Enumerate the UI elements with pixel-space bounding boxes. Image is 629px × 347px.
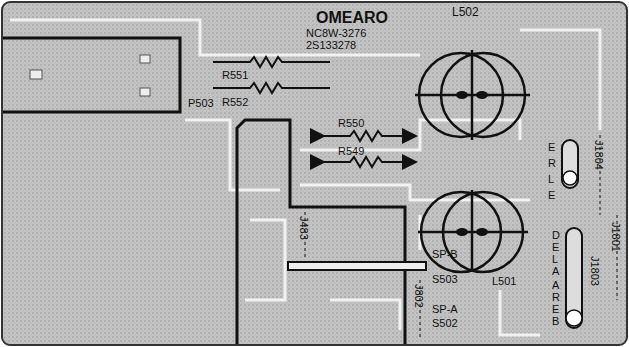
jack-symbol: [562, 140, 578, 188]
part-label: S502: [432, 318, 458, 329]
shield-outline: [237, 120, 405, 344]
coil-symbol: [415, 50, 530, 272]
part-label: 2S133278: [306, 40, 356, 51]
part-label: L502: [452, 6, 479, 18]
pad: [140, 55, 150, 63]
part-label: NC8W-3276: [306, 28, 366, 39]
pad: [30, 70, 42, 79]
part-label: J1803: [589, 256, 600, 286]
part-label: R: [548, 158, 556, 169]
part-label: E: [548, 142, 555, 153]
part-label: L: [548, 174, 554, 185]
part-label: R550: [338, 118, 364, 129]
part-label: R551: [222, 70, 248, 81]
part-label: A: [552, 266, 559, 277]
part-label: L501: [492, 276, 516, 287]
part-label: J802: [413, 284, 424, 308]
jumper-line: [305, 135, 617, 338]
part-label: D: [552, 230, 560, 241]
part-label: E: [552, 242, 559, 253]
part-label: P503: [188, 98, 214, 109]
part-label: A: [552, 280, 559, 291]
part-label: E: [548, 190, 555, 201]
part-label: S503: [432, 274, 458, 285]
part-label: SP-B: [432, 249, 458, 260]
part-label: R: [552, 292, 560, 303]
part-label: J1804: [593, 140, 604, 170]
part-label: B: [552, 316, 559, 327]
part-label: E: [552, 304, 559, 315]
connector-outline: [3, 38, 180, 112]
jack-hole: [563, 171, 577, 185]
copper-traces: [10, 20, 600, 335]
jack-symbol: [566, 228, 582, 328]
pad: [140, 88, 150, 96]
part-label: J1801: [610, 222, 621, 252]
jack-hole: [566, 310, 582, 326]
part-label: R549: [338, 146, 364, 157]
resistor-symbol: [213, 57, 410, 167]
brand-logo: OMEARO: [316, 10, 388, 26]
coil-lead: [456, 91, 488, 236]
part-label: L: [552, 254, 558, 265]
part-label: R552: [222, 97, 248, 108]
part-label: J483: [298, 216, 309, 240]
switch-symbol: [288, 262, 426, 270]
part-label: SP-A: [432, 304, 458, 315]
